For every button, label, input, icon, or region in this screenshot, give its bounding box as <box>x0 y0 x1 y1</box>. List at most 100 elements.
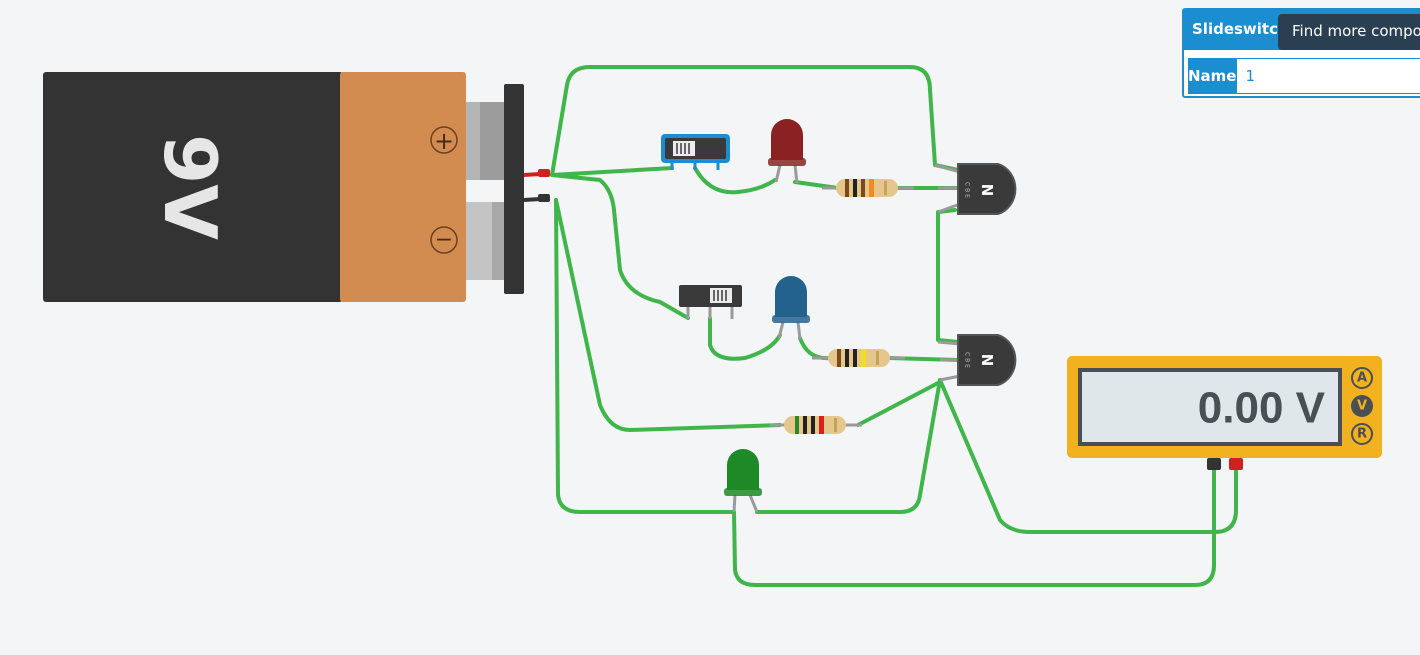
resistor-3-band-5 <box>834 418 837 432</box>
name-input[interactable] <box>1236 58 1420 94</box>
battery-lead-negative[interactable] <box>523 197 541 202</box>
led-blue[interactable] <box>772 276 810 340</box>
transistor-1-outline <box>957 163 1017 215</box>
wire-switch1-led1[interactable] <box>693 166 777 195</box>
mode-amps-label: A <box>1357 371 1367 386</box>
transistor-1-legs <box>934 163 961 214</box>
led-green-rim <box>724 488 762 496</box>
battery-body <box>43 72 343 302</box>
led-red-legs <box>774 164 799 184</box>
resistor-3-band-2 <box>803 416 807 434</box>
wire-led2-resistor2[interactable] <box>798 336 832 361</box>
resistor-2-band-4 <box>861 349 866 367</box>
battery-label: 9V <box>148 134 232 240</box>
multimeter-probe-negative[interactable] <box>1207 458 1221 470</box>
transistor-npn-2[interactable]: N C B E <box>937 334 1017 386</box>
resistor-1-band-1 <box>845 179 849 197</box>
wire-battery-resistor3[interactable] <box>554 198 782 432</box>
led-green-legs <box>732 494 759 513</box>
lead-clip-negative <box>538 194 550 202</box>
led-red-body <box>771 119 803 160</box>
led-blue-rim <box>772 315 810 323</box>
resistor-3-band-4 <box>819 416 824 434</box>
multimeter-reading: 0.00 V <box>1198 384 1326 433</box>
resistor-1-body <box>836 179 898 197</box>
transistor-1-label: N <box>978 184 996 197</box>
transistor-2-pins-label: C B E <box>964 352 971 368</box>
mode-ohms-label: R <box>1357 427 1367 442</box>
wires <box>550 65 1238 587</box>
multimeter-mode-volts[interactable]: V <box>1351 395 1373 417</box>
plus-symbol: + <box>434 127 454 155</box>
resistor-3-band-3 <box>811 416 815 434</box>
slideswitch-1-knob-ribs <box>676 143 690 154</box>
resistor-2-band-2 <box>845 349 849 367</box>
resistor-3[interactable] <box>770 416 862 434</box>
resistor-1-band-3 <box>861 179 865 197</box>
transistor-1-body <box>958 164 1016 214</box>
minus-symbol: − <box>435 228 453 253</box>
led-red-rim <box>768 158 806 166</box>
resistor-2-band-1 <box>837 349 841 367</box>
resistor-1[interactable] <box>822 179 914 197</box>
mode-ohms-ring <box>1351 423 1373 445</box>
lead-clip-positive <box>538 169 550 177</box>
multimeter-mode-amps[interactable]: A <box>1351 367 1373 389</box>
multimeter-display-screen <box>1082 372 1338 442</box>
resistor-1-band-2 <box>853 179 857 197</box>
battery-terminal-negative-shade <box>492 202 506 280</box>
probe-negative-jack <box>1207 458 1221 470</box>
led-red[interactable] <box>768 119 806 184</box>
transistor-2-body <box>958 335 1016 385</box>
battery-band <box>340 72 466 302</box>
wire-top-loop[interactable] <box>550 65 960 177</box>
wire-transistor-link[interactable] <box>936 208 960 344</box>
name-label: Name <box>1188 58 1237 94</box>
multimeter-mode-ohms[interactable]: R <box>1351 423 1373 445</box>
wire-led3-transistor2[interactable] <box>755 378 942 514</box>
wire-battery-bottom-loop[interactable] <box>554 198 736 514</box>
resistor-2-band-5 <box>876 351 879 365</box>
slideswitch-2-pins <box>686 307 734 319</box>
resistor-1-band-4 <box>869 179 874 197</box>
led-blue-legs <box>777 321 802 340</box>
wire-transistor2-meter[interactable] <box>938 378 1238 534</box>
transistor-2-legs <box>937 340 961 382</box>
multimeter-probe-positive[interactable] <box>1229 458 1243 470</box>
battery-terminal-positive-shade <box>480 102 506 180</box>
battery-9v[interactable]: 9V + − <box>43 72 550 302</box>
led-blue-body <box>775 276 807 317</box>
slideswitch-1[interactable] <box>661 134 730 170</box>
transistor-npn-1[interactable]: N C B E <box>934 163 1017 215</box>
resistor-2-body <box>828 349 890 367</box>
wire-switch2-led2[interactable] <box>708 316 782 361</box>
resistor-1-band-5 <box>884 181 887 195</box>
transistor-2-outline <box>957 334 1017 386</box>
wire-led3-meter[interactable] <box>732 468 1216 587</box>
mode-amps-ring <box>1351 367 1373 389</box>
mode-volts-label: V <box>1357 399 1367 414</box>
properties-name-row: Name <box>1188 58 1420 94</box>
mode-volts-ring <box>1351 395 1373 417</box>
resistor-3-band-1 <box>795 416 799 434</box>
slideswitch-2[interactable] <box>679 285 742 319</box>
led-green[interactable] <box>724 449 762 513</box>
plus-circle <box>430 126 458 154</box>
wire-resistor3-transistor2[interactable] <box>856 380 942 427</box>
find-components-tooltip[interactable]: Find more components <box>1278 14 1420 50</box>
battery-lead-positive[interactable] <box>523 172 541 177</box>
transistor-1-pins-label: C B E <box>964 182 971 198</box>
battery-snap-connector[interactable] <box>504 84 524 294</box>
probe-positive-jack <box>1229 458 1243 470</box>
wire-battery-switch2[interactable] <box>550 173 690 320</box>
slideswitch-1-pins <box>670 160 720 170</box>
minus-circle <box>430 226 458 254</box>
resistor-2[interactable] <box>812 349 905 367</box>
led-green-body <box>727 449 759 490</box>
multimeter[interactable]: 0.00 V A V R <box>1067 356 1382 470</box>
slideswitch-2-knob-ribs <box>713 290 727 301</box>
resistor-2-band-3 <box>853 349 857 367</box>
transistor-2-label: N <box>978 354 996 367</box>
wire-battery-switch1[interactable] <box>550 166 674 177</box>
